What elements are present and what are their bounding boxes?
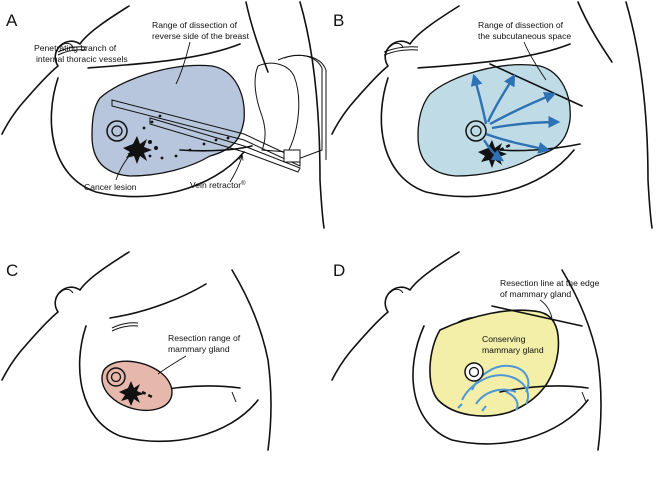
panel-d-incision-tip — [581, 391, 587, 403]
panel-a-vessel-1 — [57, 46, 87, 53]
panel-c-nipple — [59, 288, 74, 294]
panel-b-side-outline — [625, 1, 653, 229]
panel-b-arrow-3 — [489, 91, 557, 126]
panel-c-incision-tip — [231, 391, 237, 403]
panel-d-upper-line — [491, 305, 583, 327]
panel-b-arrow-2 — [486, 73, 516, 123]
panel-d: D Resection line at the edge of mammary … — [331, 251, 602, 451]
panel-d-leader-line — [539, 299, 553, 319]
panel-a-body-outline — [1, 5, 130, 135]
panel-d-nipple — [389, 288, 404, 294]
panel-a-nipple — [59, 42, 74, 48]
panel-b-nipple-center — [470, 125, 482, 137]
panel-d-label-line-2: of mammary gland — [500, 289, 571, 299]
panel-b-letter: B — [333, 11, 344, 30]
panel-b-vessel-1 — [383, 46, 419, 53]
panel-a-label-cancer: Cancer lesion — [84, 182, 137, 192]
panel-a-label-branch-2: internal thoracic vessels — [36, 54, 128, 64]
panel-a-dotted-line — [138, 114, 230, 160]
panel-b-armpit-line — [417, 43, 571, 69]
panel-c: C Resection range of mammary gland — [1, 251, 272, 451]
panel-c-cancer-mark — [119, 381, 144, 406]
panel-a-retractor-handle — [254, 62, 300, 153]
panel-c-vessel-2 — [111, 325, 139, 332]
panel-a-vessel-2 — [57, 49, 87, 56]
panel-a-leader-cancer — [115, 152, 132, 181]
panel-d-conserving-gland — [429, 309, 560, 417]
panel-c-label-resection-1: Resection range of — [168, 333, 241, 343]
panel-b-label-range-1: Range of dissection of — [478, 20, 564, 30]
panel-c-nipple-ring — [106, 367, 126, 387]
panel-b-arrow-5 — [485, 132, 551, 154]
panel-b-upper-line — [489, 63, 583, 107]
panel-a-side-outline — [299, 1, 325, 229]
panel-a-nipple-center — [111, 125, 123, 137]
panel-d-label-conserve-2: mammary gland — [482, 345, 544, 355]
panel-a-cancer-mark — [123, 136, 152, 164]
panel-c-label-resection-2: mammary gland — [168, 344, 230, 354]
panel-b-arm-outline — [577, 1, 613, 63]
panel-c-arm-outline — [231, 269, 272, 451]
panel-b: B Range of dissection of the subcutaneou… — [331, 1, 653, 229]
panel-c-body-outline — [1, 251, 130, 381]
panel-d-arm-outline — [561, 269, 602, 451]
panel-a-label-retractor: Vein retractor® — [190, 180, 246, 190]
panel-b-breast-outline — [380, 77, 575, 198]
panel-c-armpit-line — [109, 283, 207, 319]
panel-a-breast-outline — [50, 77, 245, 198]
panel-a-leader-retractor — [229, 156, 242, 183]
panel-c-cancer-trail — [141, 390, 155, 400]
panel-b-label-range-2: the subcutaneous space — [478, 31, 571, 41]
panel-c-letter: C — [6, 261, 18, 280]
panel-c-vessel-1 — [111, 322, 139, 329]
panel-c-nipple-center — [110, 371, 122, 383]
panel-b-leader-range — [523, 41, 547, 81]
panel-b-dissection-range — [417, 64, 571, 177]
panel-b-arrow-4 — [491, 116, 561, 130]
panel-a-arm-outline — [245, 1, 269, 73]
panel-a-retractor-upper — [111, 99, 301, 167]
panel-b-arrow-1 — [470, 73, 488, 125]
panel-d-body-outline — [331, 251, 460, 381]
panel-b-arrow-6 — [482, 139, 504, 162]
panel-b-nipple — [389, 42, 404, 48]
panel-b-vessel-2 — [383, 49, 419, 56]
panel-a-label-branch-1: Penetrating branch of — [34, 43, 117, 53]
panel-c-breast-outline — [78, 325, 259, 443]
panel-b-nipple-ring — [465, 120, 487, 142]
panel-c-leader-resection — [157, 355, 187, 375]
panel-d-breast-outline — [412, 325, 589, 445]
panel-b-cancer-trail — [499, 142, 513, 152]
panel-d-label-conserve-1: Conserving — [482, 334, 526, 344]
panel-d-letter: D — [333, 261, 345, 280]
panel-d-nipple-ring — [464, 362, 484, 382]
panel-a-label-range-1: Range of dissection of — [152, 20, 238, 30]
panel-a-retractor-grip — [283, 54, 323, 163]
panel-a-armpit-line — [87, 43, 241, 69]
panel-d-nipple-center — [468, 366, 480, 378]
panel-a-nipple-ring — [106, 120, 128, 142]
panel-a-leader-range — [175, 41, 191, 85]
panel-a-letter: A — [6, 11, 18, 30]
panel-b-body-outline — [331, 5, 460, 135]
panel-a-retractor-tip — [283, 149, 301, 163]
panel-d-label-line-1: Resection line at the edge — [500, 278, 600, 288]
panel-a-retractor-lower — [149, 117, 301, 173]
panel-b-dissection-arrows — [470, 73, 561, 162]
panel-a: A Range of dis — [1, 1, 327, 229]
panel-a-retractor-grip-2 — [277, 54, 327, 160]
panel-a-label-range-2: reverse side of the breast — [152, 31, 250, 41]
